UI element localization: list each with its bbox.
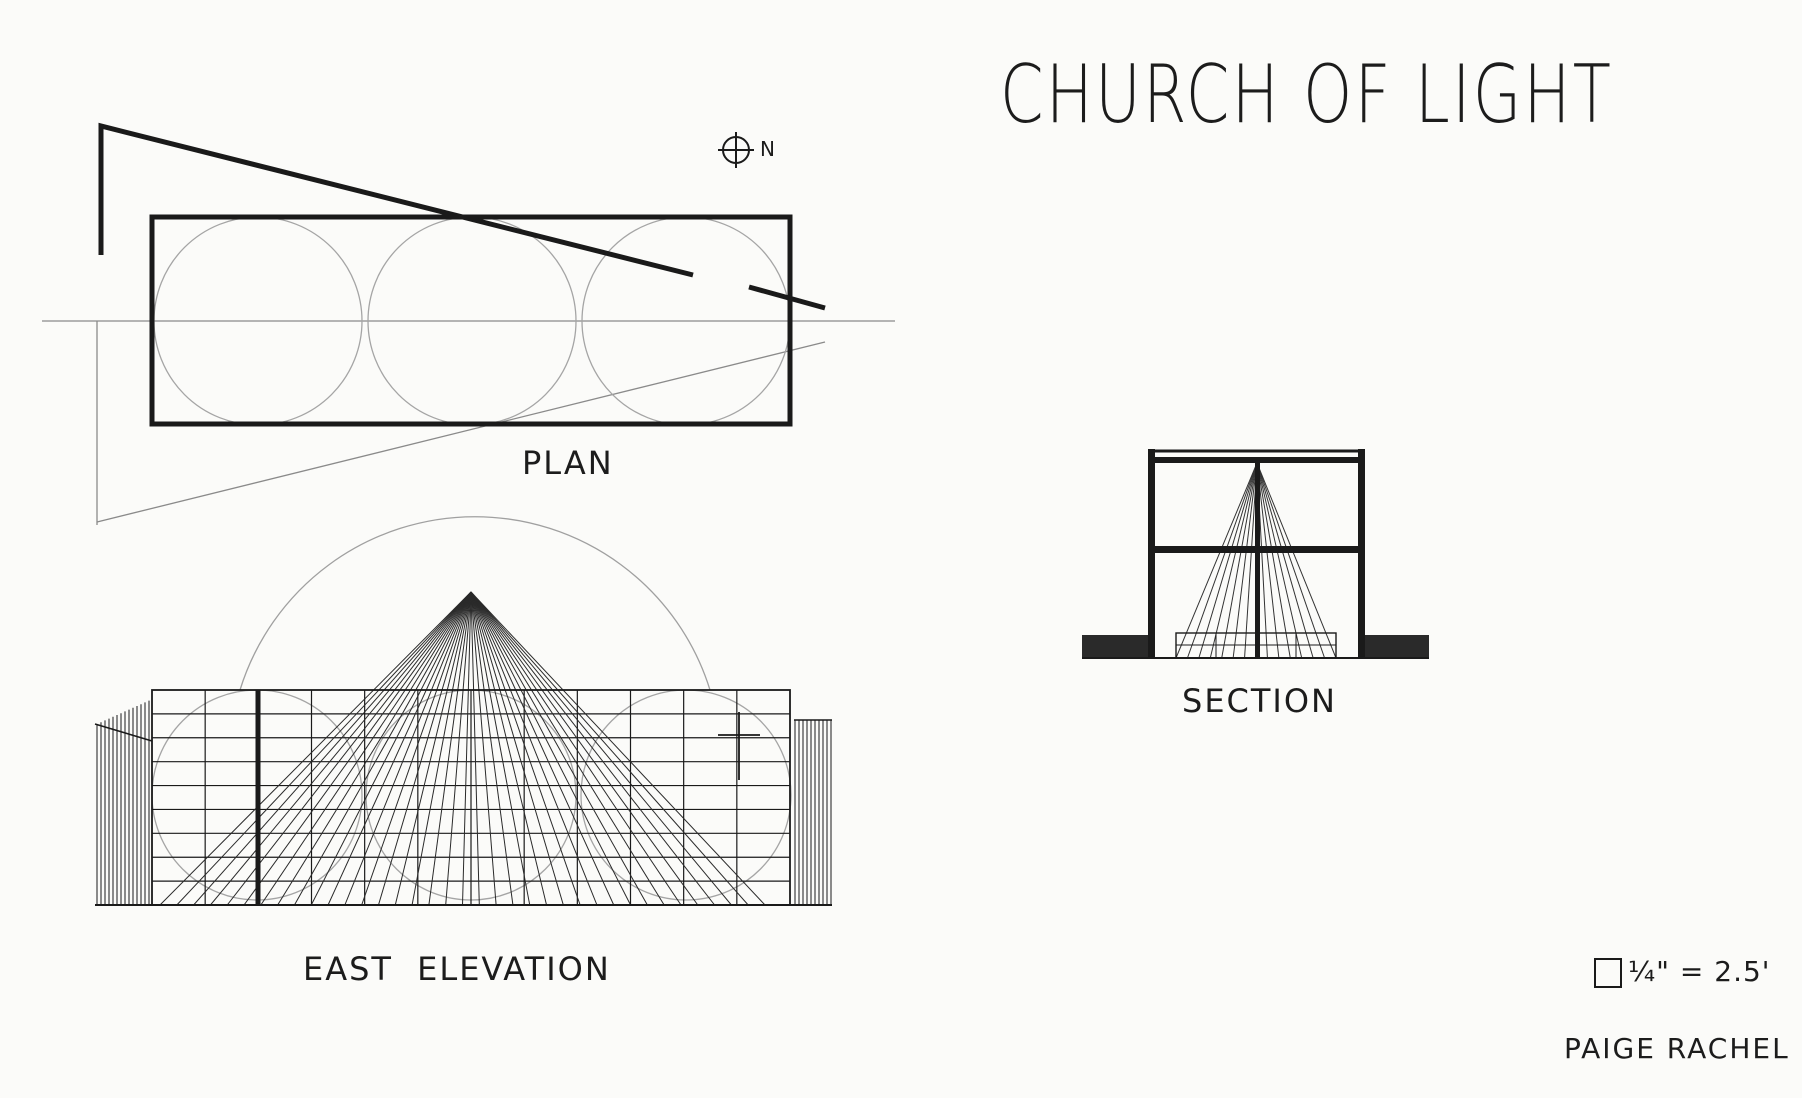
elevation-light-ray: [159, 591, 472, 906]
section-light-ray: [1175, 462, 1258, 659]
elevation-light-ray: [310, 591, 472, 906]
elevation-light-ray: [470, 591, 598, 906]
elevation-light-ray: [470, 591, 749, 906]
north-arrow-icon: [718, 132, 754, 168]
elevation-light-ray: [470, 591, 564, 906]
section-light-ray: [1186, 462, 1258, 659]
elevation-light-ray: [470, 591, 632, 906]
elevation-light-ray: [210, 591, 472, 906]
section-drawing: [1082, 449, 1429, 659]
elevation-light-ray: [470, 591, 581, 906]
section-light-ray: [1256, 462, 1314, 659]
elevation-light-ray: [470, 591, 531, 906]
elevation-light-ray: [470, 591, 766, 906]
section-light-ray: [1198, 462, 1258, 659]
elevation-light-ray: [411, 591, 472, 906]
elevation-light-ray: [470, 591, 497, 906]
elevation-light-ray: [294, 591, 472, 906]
section-light-ray: [1256, 462, 1280, 659]
elevation-light-ray: [470, 591, 548, 906]
author-label: PAIGE RACHEL: [1564, 1032, 1790, 1065]
section-light-ray: [1256, 462, 1326, 659]
elevation-light-ray: [462, 591, 472, 906]
section-light-ray: [1256, 462, 1303, 659]
elevation-light-ray: [176, 591, 472, 906]
elevation-light-ray: [470, 591, 699, 906]
elevation-light-ray: [470, 591, 715, 906]
elevation-light-ray: [344, 591, 472, 906]
scale-label: ¼" = 2.5': [1628, 955, 1771, 988]
elevation-light-ray: [470, 591, 732, 906]
section-label: SECTION: [1182, 682, 1337, 720]
elevation-light-ray: [428, 591, 472, 906]
elevation-light-ray: [277, 591, 472, 906]
elevation-light-ray: [470, 591, 665, 906]
elevation-light-ray: [377, 591, 472, 906]
elevation-hatch-line: [94, 723, 153, 742]
page-title: CHURCH OF LIGHT: [1000, 48, 1614, 141]
elevation-light-ray: [361, 591, 472, 906]
north-label: N: [760, 137, 775, 161]
elevation-light-ray: [260, 591, 472, 906]
elevation-light-ray: [470, 591, 514, 906]
plan-label: PLAN: [522, 444, 614, 482]
elevation-light-ray: [470, 591, 615, 906]
elevation-light-ray: [470, 591, 682, 906]
elevation-light-ray: [394, 591, 472, 906]
elevation-light-ray: [470, 591, 648, 906]
scale-square-icon: [1594, 958, 1622, 988]
elevation-light-ray: [445, 591, 472, 906]
elevation-light-ray: [470, 591, 480, 906]
section-light-ray: [1244, 462, 1258, 659]
section-light-ray: [1232, 462, 1258, 659]
elevation-light-ray: [193, 591, 472, 906]
section-light-ray: [1221, 462, 1258, 659]
plan-drawing: [42, 122, 895, 525]
east-elevation-drawing: [94, 516, 832, 906]
elevation-light-ray: [243, 591, 472, 906]
elevation-light-ray: [226, 591, 472, 906]
section-light-ray: [1256, 462, 1291, 659]
section-light-ray: [1256, 462, 1337, 659]
elevation-light-ray: [327, 591, 472, 906]
elevation-label: EAST ELEVATION: [303, 950, 611, 988]
section-light-ray: [1209, 462, 1258, 659]
